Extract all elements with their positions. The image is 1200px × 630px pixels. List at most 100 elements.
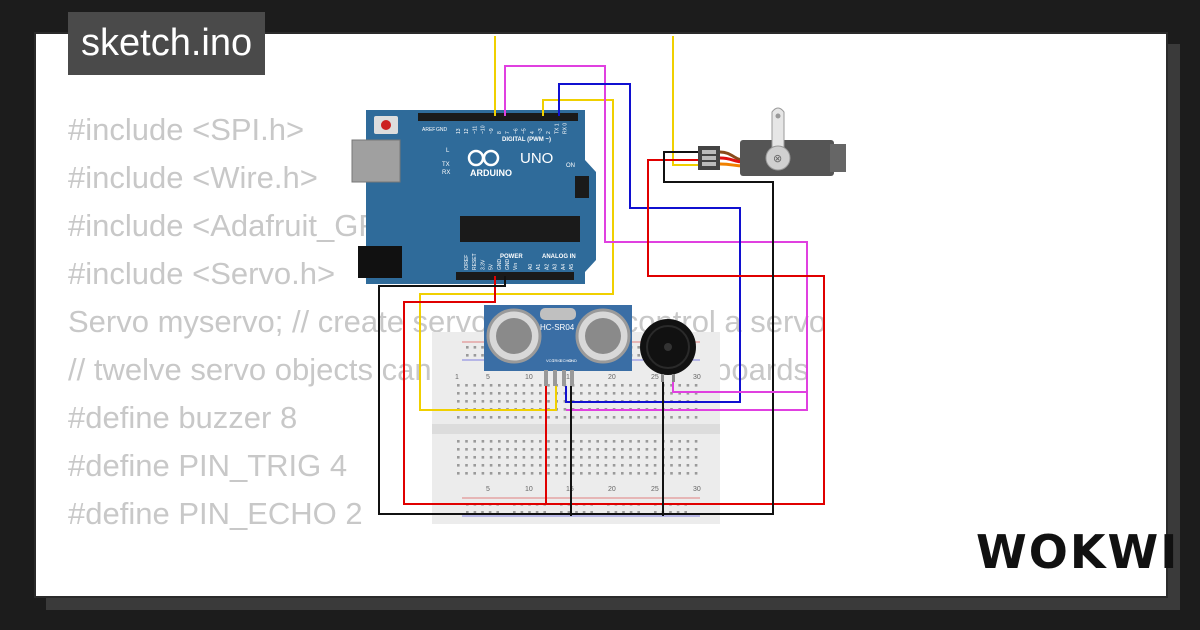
- wire-yellow[interactable]: [419, 99, 614, 411]
- breadboard-hole: [466, 511, 469, 514]
- breadboard-hole: [465, 392, 468, 395]
- breadboard-hole: [563, 456, 567, 459]
- servo-horn-hole: [775, 113, 781, 119]
- breadboard-hole: [465, 400, 468, 403]
- breadboard-hole: [457, 416, 460, 419]
- breadboard-hole: [653, 416, 657, 419]
- breadboard-hole: [654, 511, 657, 514]
- breadboard-hole: [588, 472, 591, 475]
- pin-label: ~9: [489, 128, 495, 134]
- wire-magenta[interactable]: [504, 65, 808, 411]
- pin-label: 5V: [489, 263, 495, 270]
- wire-yellow[interactable]: [672, 36, 700, 166]
- breadboard-hole: [604, 456, 608, 459]
- breadboard-hole: [457, 456, 460, 459]
- breadboard-hole: [653, 448, 657, 451]
- breadboard-hole: [473, 354, 477, 357]
- breadboard-hole: [514, 472, 517, 475]
- breadboard-hole: [669, 511, 672, 514]
- breadboard-hole: [506, 440, 509, 443]
- breadboard-hole: [571, 472, 575, 475]
- breadboard-hole: [686, 416, 690, 419]
- pin-label: 13: [456, 128, 462, 134]
- wire-black[interactable]: [378, 151, 774, 515]
- servo-motor[interactable]: ⊗: [698, 107, 846, 176]
- breadboard-hole: [571, 448, 575, 451]
- breadboard-hole: [670, 440, 673, 443]
- breadboard-hole: [514, 440, 517, 443]
- breadboard-hole: [604, 392, 608, 395]
- digital-label: DIGITAL (PWM ~): [502, 137, 551, 143]
- breadboard-hole: [694, 472, 698, 475]
- wire-red[interactable]: [647, 159, 825, 505]
- breadboard-hole: [580, 392, 583, 395]
- breadboard-hole: [670, 416, 673, 419]
- breadboard-hole: [473, 472, 476, 475]
- pin-label: A3: [553, 264, 559, 270]
- breadboard-hole: [686, 472, 690, 475]
- breadboard-hole: [539, 456, 542, 459]
- breadboard-hole: [645, 392, 649, 395]
- pin-label: A1: [536, 264, 542, 270]
- buzzer[interactable]: [640, 319, 696, 382]
- breadboard-hole: [588, 392, 591, 395]
- column-number: 30: [693, 486, 701, 493]
- breadboard-hole: [514, 384, 517, 387]
- icsp-header: [575, 176, 589, 198]
- breadboard-hole: [670, 384, 673, 387]
- wire-blue[interactable]: [558, 83, 741, 403]
- tx-label: TX: [442, 162, 450, 168]
- usb-connector: [351, 139, 401, 183]
- breadboard-hole: [637, 472, 640, 475]
- breadboard-hole: [522, 440, 526, 443]
- breadboard-hole: [543, 511, 546, 514]
- code-line: #include <Wire.h>: [68, 160, 318, 195]
- wokwi-logo: WOKWI: [976, 525, 1180, 579]
- breadboard-hole: [580, 440, 583, 443]
- buzzer-pin: [661, 374, 664, 382]
- arduino-model: UNO: [520, 150, 553, 167]
- breadboard-hole: [539, 440, 542, 443]
- servo-connector-pin: [702, 162, 716, 166]
- breadboard-hole: [622, 511, 625, 514]
- pin-label: ~6: [513, 128, 519, 134]
- breadboard-hole: [694, 464, 698, 467]
- breadboard-hole: [612, 448, 616, 451]
- breadboard-hole: [522, 392, 526, 395]
- transducer-mesh: [496, 318, 532, 354]
- breadboard-hole: [457, 464, 460, 467]
- breadboard-hole: [590, 511, 593, 514]
- breadboard-hole: [506, 384, 509, 387]
- breadboard-hole: [686, 464, 690, 467]
- breadboard-hole: [530, 440, 534, 443]
- breadboard-hole: [489, 392, 493, 395]
- breadboard-hole: [676, 511, 680, 514]
- breadboard-hole: [629, 384, 632, 387]
- breadboard-hole: [604, 472, 608, 475]
- breadboard-hole: [596, 392, 599, 395]
- breadboard-hole: [678, 440, 681, 443]
- buzzer-ring: [646, 325, 690, 369]
- breadboard-hole: [489, 400, 493, 403]
- ultrasonic-sensor[interactable]: HC-SR04 VCC TRIG ECHO GND: [484, 305, 632, 386]
- breadboard-hole: [629, 392, 632, 395]
- sensor-pin: [570, 370, 574, 386]
- breadboard-hole: [580, 448, 583, 451]
- wire-magenta[interactable]: [672, 380, 808, 393]
- pin-label: ~10: [481, 125, 487, 134]
- breadboard-hole: [547, 400, 550, 403]
- breadboard-hole: [596, 472, 599, 475]
- breadboard-hole: [694, 392, 698, 395]
- wire-red[interactable]: [403, 276, 724, 505]
- breadboard-hole: [678, 392, 681, 395]
- breadboard-hole: [539, 448, 542, 451]
- breadboard-hole: [473, 384, 476, 387]
- breadboard-hole: [604, 416, 608, 419]
- breadboard-hole: [498, 456, 501, 459]
- breadboard-hole: [612, 416, 616, 419]
- breadboard-hole: [473, 448, 476, 451]
- breadboard-hole: [465, 464, 468, 467]
- breadboard-hole: [489, 416, 493, 419]
- breadboard-hole: [621, 384, 624, 387]
